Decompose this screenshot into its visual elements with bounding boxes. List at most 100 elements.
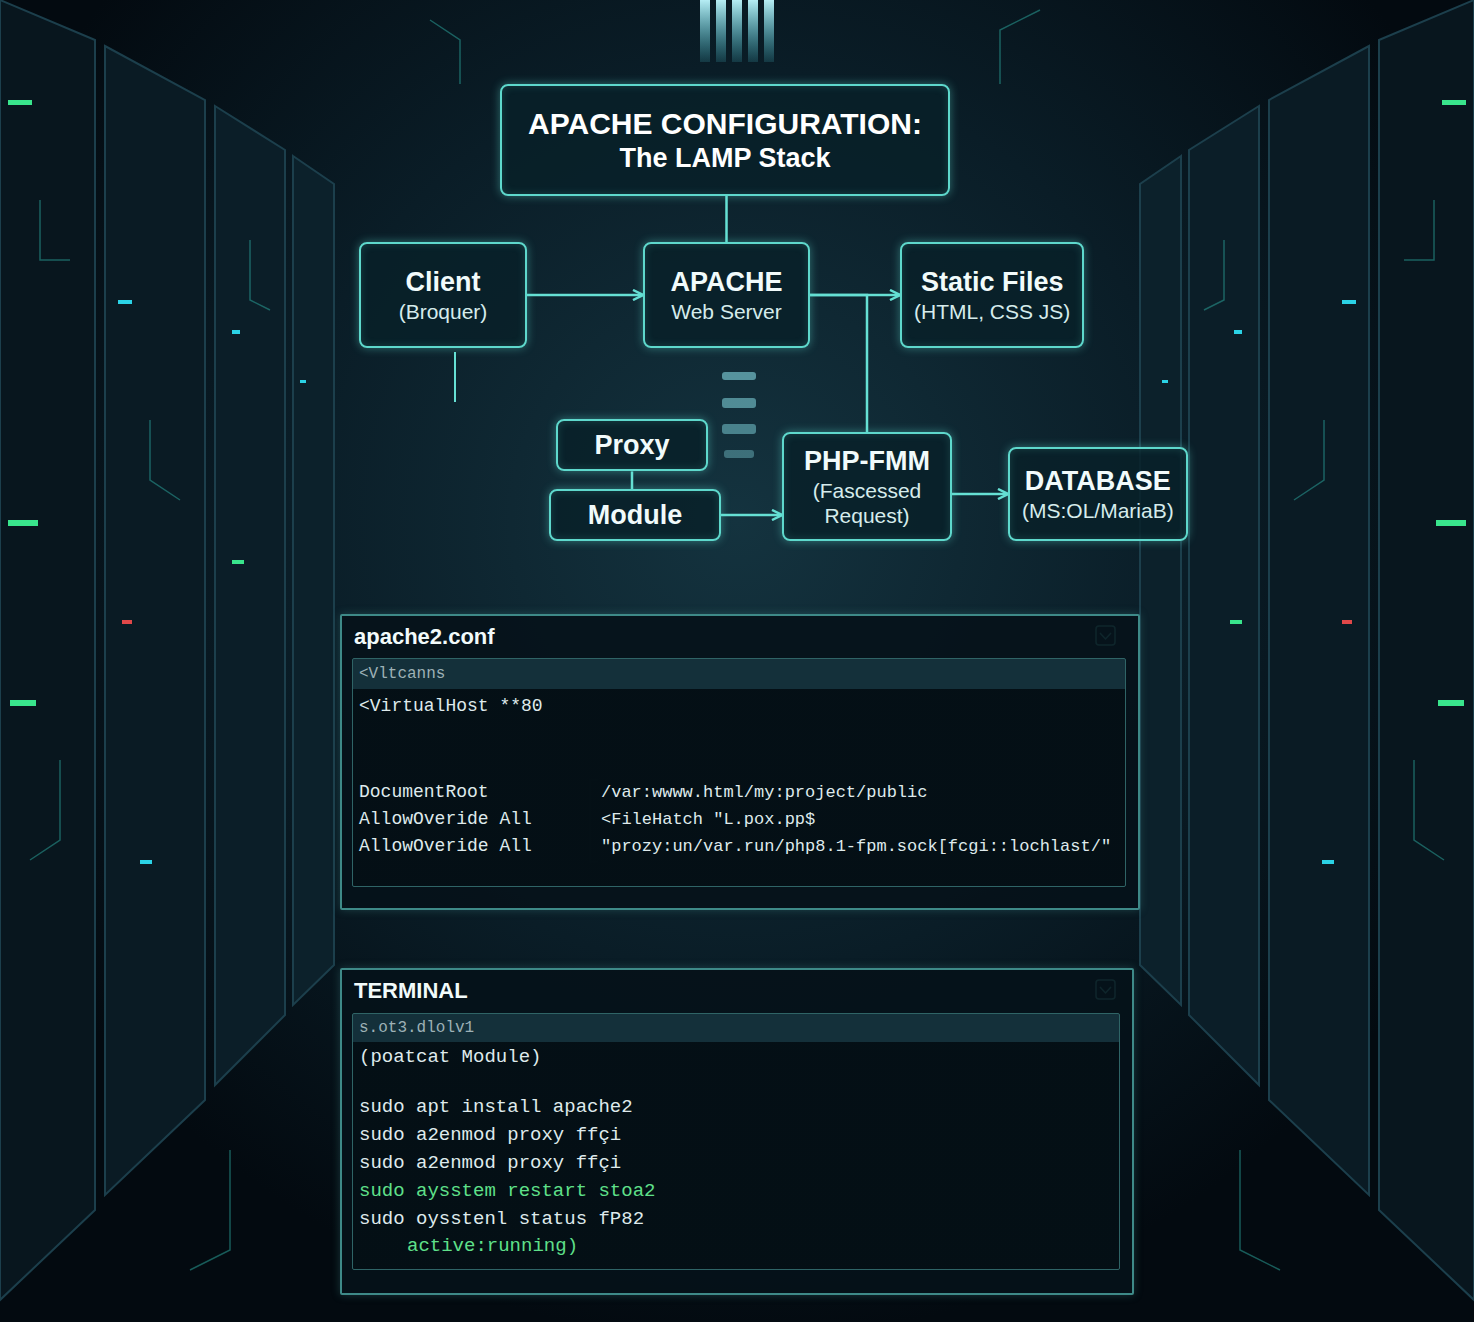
- status-led: [10, 700, 36, 706]
- terminal-output: active:running): [407, 1236, 578, 1258]
- code-line: AllowOveride All: [359, 809, 532, 830]
- code-line: DocumentRoot: [359, 782, 489, 803]
- flow-connector: [810, 295, 867, 432]
- code-line: AllowOveride All: [359, 836, 532, 857]
- server-rack: [1269, 46, 1369, 1195]
- code-value: <FileHatch "L.pox.pp$: [601, 810, 815, 830]
- terminal-command: sudo apt install apache2: [359, 1097, 633, 1119]
- node-subtitle: Web Server: [671, 299, 782, 324]
- status-led: [1442, 100, 1466, 105]
- server-box: APACHEWeb Server: [643, 242, 810, 348]
- title-box: APACHE CONFIGURATION:The LAMP Stack: [500, 84, 950, 196]
- status-led: [1342, 620, 1352, 624]
- terminal-tab: s.ot3.dlolv1: [359, 1019, 474, 1037]
- status-led: [118, 300, 132, 304]
- status-led: [1436, 520, 1466, 526]
- proxy-box: Proxy: [556, 419, 708, 471]
- node-heading: PHP-FMM: [804, 445, 930, 477]
- ceiling-light: [764, 0, 774, 62]
- flow-connector: [725, 196, 728, 242]
- module-box: Module: [549, 489, 721, 541]
- terminal-panel: TERMINAL s.ot3.dlolv1 (poatcat Module) sudo…: [340, 968, 1134, 1295]
- static-files-box: Static Files(HTML, CSS JS): [900, 242, 1084, 348]
- diagram-subtitle: The LAMP Stack: [619, 142, 830, 174]
- node-subtitle: (Broquer): [399, 299, 488, 324]
- status-led: [122, 620, 132, 624]
- flow-connector: [721, 514, 782, 517]
- circuit-trace: [430, 20, 460, 84]
- database-box: DATABASE(MS:OL/MariaB): [1008, 447, 1188, 541]
- status-led: [232, 560, 244, 564]
- circuit-trace: [1404, 200, 1434, 260]
- diagram-title: APACHE CONFIGURATION:: [528, 106, 922, 142]
- circuit-trace: [40, 200, 70, 260]
- corridor-light: [722, 398, 756, 408]
- node-subtitle: (Fascessed Request): [796, 478, 938, 528]
- server-rack: [215, 106, 285, 1085]
- terminal-command: sudo oysstenl status fP82: [359, 1209, 644, 1231]
- status-led: [1162, 380, 1168, 383]
- php-fpm-box: PHP-FMM(Fascessed Request): [782, 432, 952, 541]
- circuit-trace: [1414, 760, 1444, 860]
- status-led: [1234, 330, 1242, 334]
- decoration: [30, 10, 1444, 1270]
- config-panel: apache2.conf<Vltcanns<VirtualHost **80Do…: [340, 614, 1140, 910]
- circuit-trace: [1204, 240, 1224, 310]
- status-led: [1342, 300, 1356, 304]
- circuit-trace: [1294, 420, 1324, 500]
- terminal-screen: s.ot3.dlolv1 (poatcat Module) sudo apt ins…: [352, 1013, 1120, 1270]
- leader-line: [454, 352, 456, 402]
- node-heading: Client: [405, 266, 480, 298]
- code-value: "prozy:un/var.run/php8.1-fpm.sock[fcgi::…: [601, 837, 1111, 857]
- circuit-trace: [30, 760, 60, 860]
- node-subtitle: (MS:OL/MariaB): [1022, 498, 1174, 523]
- terminal-command: sudo aysstem restart stoa2: [359, 1181, 655, 1203]
- ceiling-light: [700, 0, 710, 62]
- server-rack: [0, 0, 95, 1300]
- status-led: [8, 520, 38, 526]
- circuit-trace: [250, 240, 270, 310]
- circuit-trace: [190, 1150, 230, 1270]
- status-led: [140, 860, 152, 864]
- server-rack: [1379, 0, 1474, 1300]
- flow-connector: [631, 471, 634, 489]
- status-led: [1230, 620, 1242, 624]
- terminal-comment: (poatcat Module): [359, 1047, 541, 1069]
- ceiling-light: [716, 0, 726, 62]
- circuit-trace: [150, 420, 180, 500]
- node-subtitle: (HTML, CSS JS): [914, 299, 1070, 324]
- node-heading: APACHE: [670, 266, 782, 298]
- node-heading: Proxy: [594, 429, 669, 461]
- node-heading: Static Files: [921, 266, 1064, 298]
- server-rack: [293, 156, 334, 1005]
- status-led: [232, 330, 240, 334]
- ceiling-light: [748, 0, 758, 62]
- server-rack: [1140, 156, 1181, 1005]
- editor-tab: <Vltcanns: [359, 665, 445, 683]
- panel-title: TERMINAL: [354, 978, 468, 1003]
- corridor-light: [722, 372, 756, 380]
- flow-connector: [527, 294, 643, 297]
- terminal-command: sudo a2enmod proxy ffçi: [359, 1153, 621, 1175]
- corridor-light: [722, 424, 756, 434]
- client-box: Client(Broquer): [359, 242, 527, 348]
- circuit-trace: [1240, 1150, 1280, 1270]
- server-rack: [1189, 106, 1259, 1085]
- code-editor: <Vltcanns <VirtualHost **80DocumentRootAl…: [352, 658, 1126, 887]
- server-rack: [105, 46, 205, 1195]
- ceiling-light: [732, 0, 742, 62]
- status-led: [300, 380, 306, 383]
- corridor-light: [724, 450, 754, 458]
- code-value: /var:wwww.html/my:project/public: [601, 783, 927, 803]
- code-line: <VirtualHost **80: [359, 696, 543, 717]
- status-led: [1438, 700, 1464, 706]
- node-heading: DATABASE: [1025, 465, 1171, 497]
- circuit-trace: [1000, 10, 1040, 84]
- status-led: [1322, 860, 1334, 864]
- node-heading: Module: [588, 499, 683, 531]
- flow-connector: [952, 493, 1008, 496]
- terminal-command: sudo a2enmod proxy ffçi: [359, 1125, 621, 1147]
- status-led: [8, 100, 32, 105]
